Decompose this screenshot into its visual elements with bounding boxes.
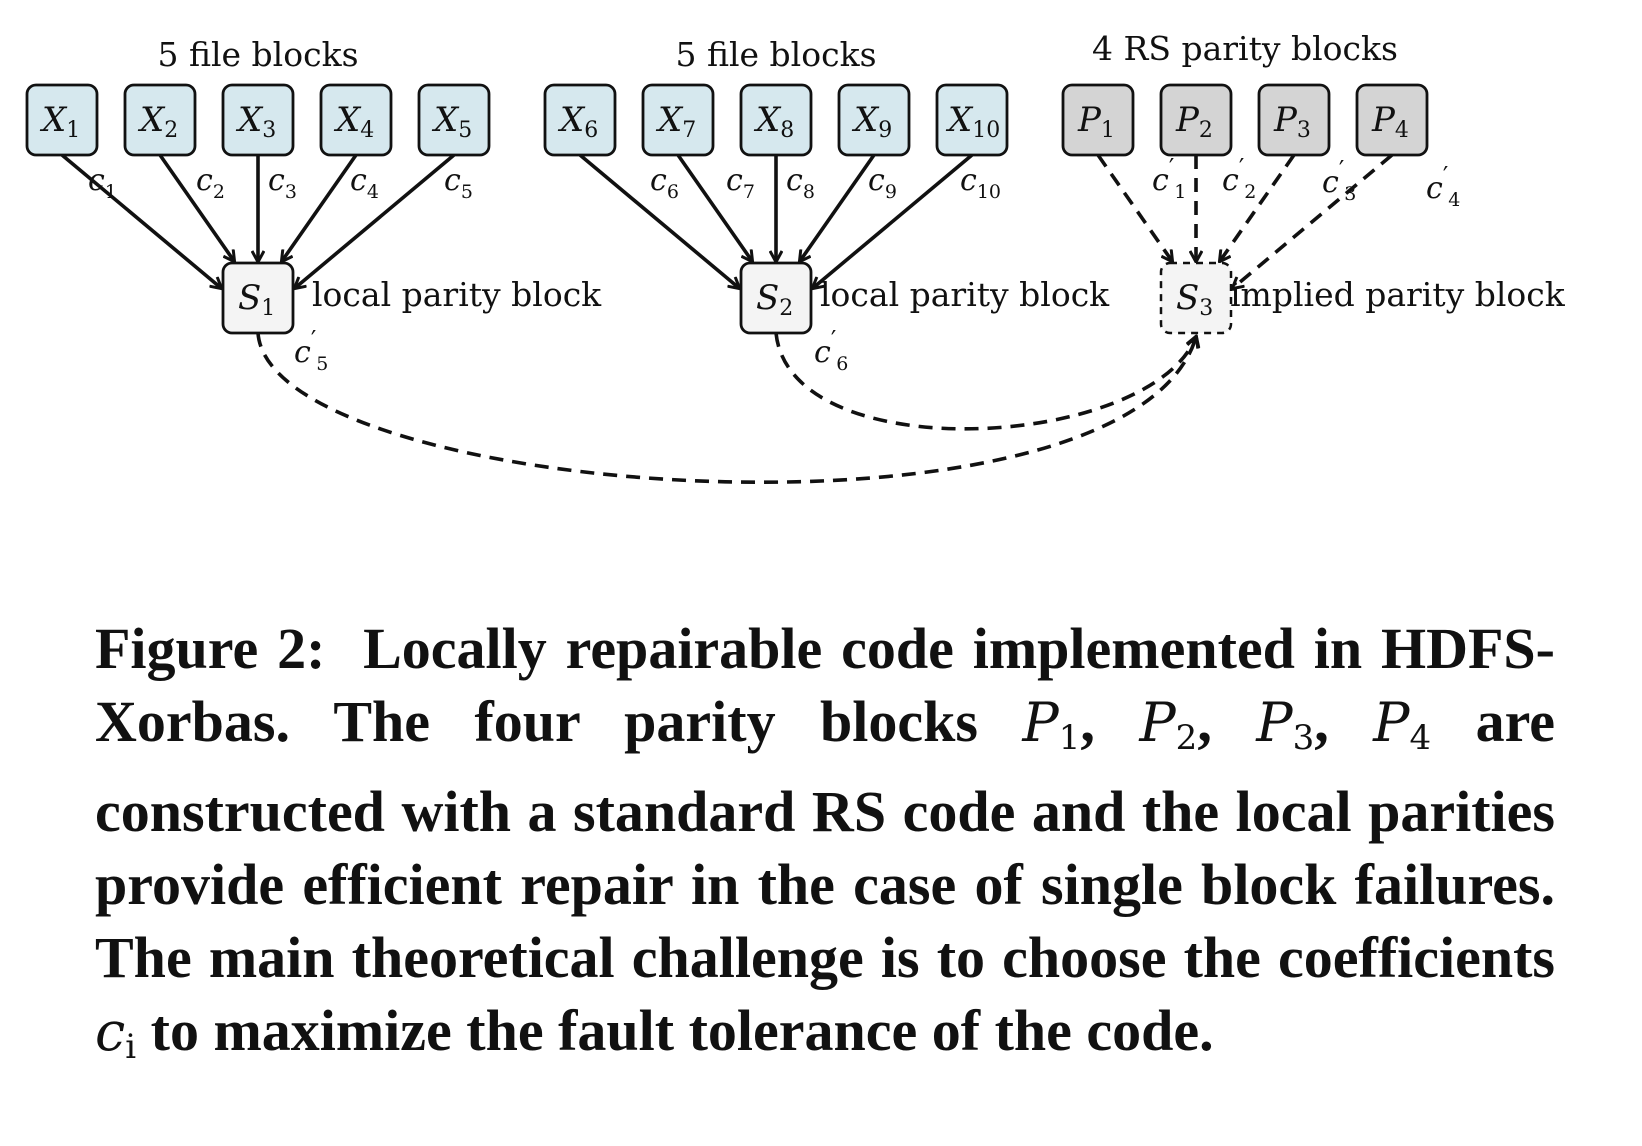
side-label-s1: local parity block bbox=[312, 275, 602, 314]
coef-label-x6: c6 bbox=[650, 163, 679, 203]
coef-label-s2: c′6 bbox=[814, 326, 848, 375]
edge-p4-to-s3 bbox=[1233, 153, 1394, 288]
node-x6: X6 bbox=[543, 83, 617, 157]
node-x4: X4 bbox=[319, 83, 393, 157]
svg-text:X4: X4 bbox=[333, 100, 374, 143]
group-label-3: 4 RS parity blocks bbox=[1092, 29, 1398, 68]
coef-label-x7: c7 bbox=[726, 163, 755, 203]
svg-text:X6: X6 bbox=[557, 100, 598, 143]
node-s2: S2 bbox=[739, 261, 813, 335]
coef-label-x3: c3 bbox=[268, 163, 297, 203]
coef-label-p3: c′3 bbox=[1322, 156, 1356, 205]
lrc-diagram: 5 file blocks 5 file blocks 4 RS parity bl… bbox=[25, 29, 1566, 484]
edge-x7-to-s2 bbox=[676, 153, 752, 261]
edge-s1-to-s3 bbox=[256, 332, 1196, 484]
coef-label-p1: c′1 bbox=[1152, 154, 1186, 203]
node-x7: X7 bbox=[641, 83, 715, 157]
coef-label-s1: c′5 bbox=[294, 326, 328, 375]
node-x3: X3 bbox=[221, 83, 295, 157]
node-x2: X2 bbox=[123, 83, 197, 157]
node-x1: X1 bbox=[25, 83, 99, 157]
edge-x9-to-s2 bbox=[800, 153, 876, 261]
edge-s2-to-s3 bbox=[774, 332, 1196, 431]
side-label-s2: local parity block bbox=[820, 275, 1110, 314]
coef-label-p2: c′2 bbox=[1222, 154, 1256, 203]
node-s1: S1 bbox=[221, 261, 295, 335]
caption-math-p4: P4 bbox=[1373, 691, 1432, 758]
svg-text:X10: X10 bbox=[945, 100, 1000, 143]
node-s3: S3 bbox=[1159, 261, 1233, 335]
caption-lead: Figure 2: bbox=[95, 616, 326, 681]
svg-text:P1: P1 bbox=[1077, 100, 1115, 143]
svg-text:X5: X5 bbox=[431, 100, 472, 143]
svg-text:P4: P4 bbox=[1371, 100, 1409, 143]
coef-label-x4: c4 bbox=[350, 163, 379, 203]
node-x8: X8 bbox=[739, 83, 813, 157]
coef-label-x10: c10 bbox=[960, 163, 1001, 203]
svg-text:S3: S3 bbox=[1176, 278, 1213, 321]
figure-caption: Figure 2: Locally repairable code implem… bbox=[95, 616, 1556, 1067]
node-x5: X5 bbox=[417, 83, 491, 157]
side-label-s3: implied parity block bbox=[1230, 275, 1566, 314]
svg-text:X2: X2 bbox=[137, 100, 178, 143]
edge-x2-to-s1 bbox=[158, 153, 234, 261]
caption-math-p2: P2 bbox=[1139, 691, 1198, 758]
edge-x10-to-s2 bbox=[813, 153, 974, 288]
coef-label-x2: c2 bbox=[196, 163, 225, 203]
edge-x6-to-s2 bbox=[578, 153, 739, 288]
caption-math-ci: ci bbox=[95, 1000, 137, 1067]
caption-math-p1: P1 bbox=[1022, 691, 1081, 758]
svg-text:X1: X1 bbox=[39, 100, 80, 143]
caption-text-1: Locally repairable code implemented in H… bbox=[95, 616, 1555, 754]
svg-text:X3: X3 bbox=[235, 100, 276, 143]
coef-label-p4: c′4 bbox=[1426, 162, 1460, 211]
node-p1: P1 bbox=[1061, 83, 1135, 157]
node-p2: P2 bbox=[1159, 83, 1233, 157]
coef-label-x8: c8 bbox=[786, 163, 815, 203]
coef-label-x5: c5 bbox=[444, 163, 473, 203]
svg-text:X7: X7 bbox=[655, 100, 696, 143]
svg-text:P2: P2 bbox=[1175, 100, 1213, 143]
svg-text:X8: X8 bbox=[753, 100, 794, 143]
edge-x5-to-s1 bbox=[295, 153, 456, 288]
node-x10: X10 bbox=[935, 83, 1009, 157]
caption-math-p3: P3 bbox=[1256, 691, 1315, 758]
caption-text-2: are constructed with a standard RS code … bbox=[95, 689, 1556, 990]
group-label-2: 5 file blocks bbox=[675, 35, 876, 74]
edge-x4-to-s1 bbox=[282, 153, 358, 261]
svg-text:X9: X9 bbox=[851, 100, 892, 143]
svg-text:S1: S1 bbox=[238, 278, 275, 321]
coef-label-x1: c1 bbox=[88, 163, 117, 203]
node-x9: X9 bbox=[837, 83, 911, 157]
node-p4: P4 bbox=[1355, 83, 1429, 157]
coef-label-x9: c9 bbox=[868, 163, 897, 203]
caption-text-3: to maximize the fault tolerance of the c… bbox=[150, 998, 1214, 1063]
svg-text:P3: P3 bbox=[1273, 100, 1311, 143]
node-p3: P3 bbox=[1257, 83, 1331, 157]
edge-x1-to-s1 bbox=[60, 153, 221, 288]
group-label-1: 5 file blocks bbox=[157, 35, 358, 74]
svg-text:S2: S2 bbox=[756, 278, 793, 321]
